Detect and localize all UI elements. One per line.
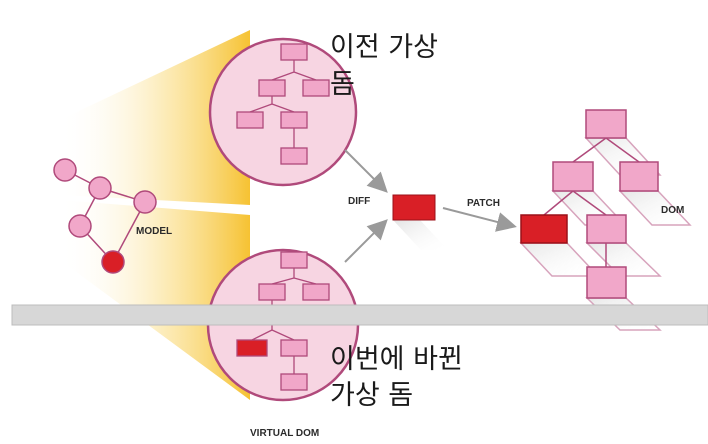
previous-vdom-annotation-line1: 이전 가상 [330,32,438,63]
dom-label: DOM [661,205,684,216]
changed-node-vdom [236,339,268,357]
diff-label: DIFF [348,196,370,207]
patched-dom-node [520,214,568,244]
arrow-prev-to-diff [344,149,388,193]
patch-label: PATCH [467,198,500,209]
virtual-dom-label: VIRTUAL DOM [250,428,319,439]
model-label: MODEL [136,226,172,237]
virtual-dom-tree [236,251,330,391]
divider-bar [11,304,708,326]
previous-vdom-tree [236,43,330,165]
diff-result-box [392,194,436,221]
zoom-cone-top [60,30,250,205]
new-vdom-annotation-line1: 이번에 바뀐 [330,344,463,375]
zoom-cone-bottom [60,200,250,400]
arrow-diff-to-dom [442,207,517,232]
arrow-vdom-to-diff [344,219,388,263]
real-dom-tree [519,109,692,331]
previous-vdom-annotation-line2: 돔 [330,69,355,100]
changed-model-node [101,250,125,274]
model-graph [53,158,157,274]
new-vdom-annotation-line2: 가상 돔 [330,380,413,411]
